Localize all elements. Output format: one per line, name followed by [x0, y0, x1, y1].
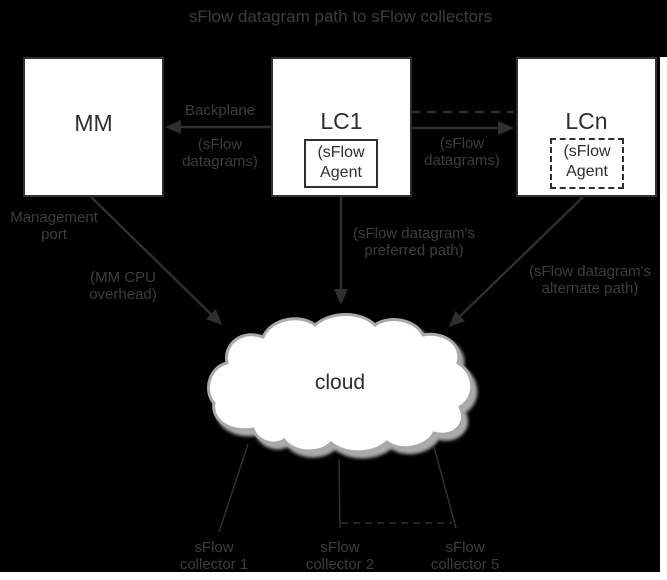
- backplane-datagrams-label: (sFlow datagrams): [182, 136, 258, 170]
- sflow-agent-box-lcn: (sFlow Agent: [550, 138, 624, 189]
- management-port-label: Management port: [10, 209, 98, 243]
- lc1-lcn-datagrams-label: (sFlow datagrams): [424, 135, 500, 169]
- backplane-label: Backplane: [184, 102, 256, 119]
- line-cloud-collector1: [218, 443, 249, 533]
- sflow-collector-2-label: sFlow collector 2: [305, 539, 375, 573]
- arrow-lcn-to-cloud: [448, 196, 584, 328]
- line-cloud-collector5: [433, 446, 457, 529]
- sflow-agent-box-lc1: (sFlow Agent: [304, 139, 378, 188]
- cloud-label: cloud: [314, 371, 366, 394]
- sflow-collector-1-label: sFlow collector 1: [179, 539, 249, 573]
- node-lc1: LC1 (sFlow Agent: [271, 57, 412, 197]
- line-cloud-collector2: [338, 458, 341, 529]
- diagram-title: sFlow datagram path to sFlow collectors: [188, 7, 493, 26]
- alternate-path-label: (sFlow datagram's alternate path): [528, 263, 652, 297]
- page-margin-bottom: [0, 572, 667, 580]
- node-lc1-label: LC1: [320, 108, 363, 134]
- preferred-path-label: (sFlow datagram's preferred path): [352, 225, 476, 259]
- node-lcn: LCn (sFlow Agent: [516, 57, 657, 197]
- sflow-collector-5-label: sFlow collector 5: [430, 539, 500, 573]
- node-mm: MM: [23, 57, 164, 197]
- node-mm-label: MM: [74, 110, 113, 136]
- mm-cpu-overhead-label: (MM CPU overhead): [89, 269, 157, 303]
- page-margin-right: [660, 57, 667, 580]
- node-lcn-label: LCn: [565, 108, 608, 134]
